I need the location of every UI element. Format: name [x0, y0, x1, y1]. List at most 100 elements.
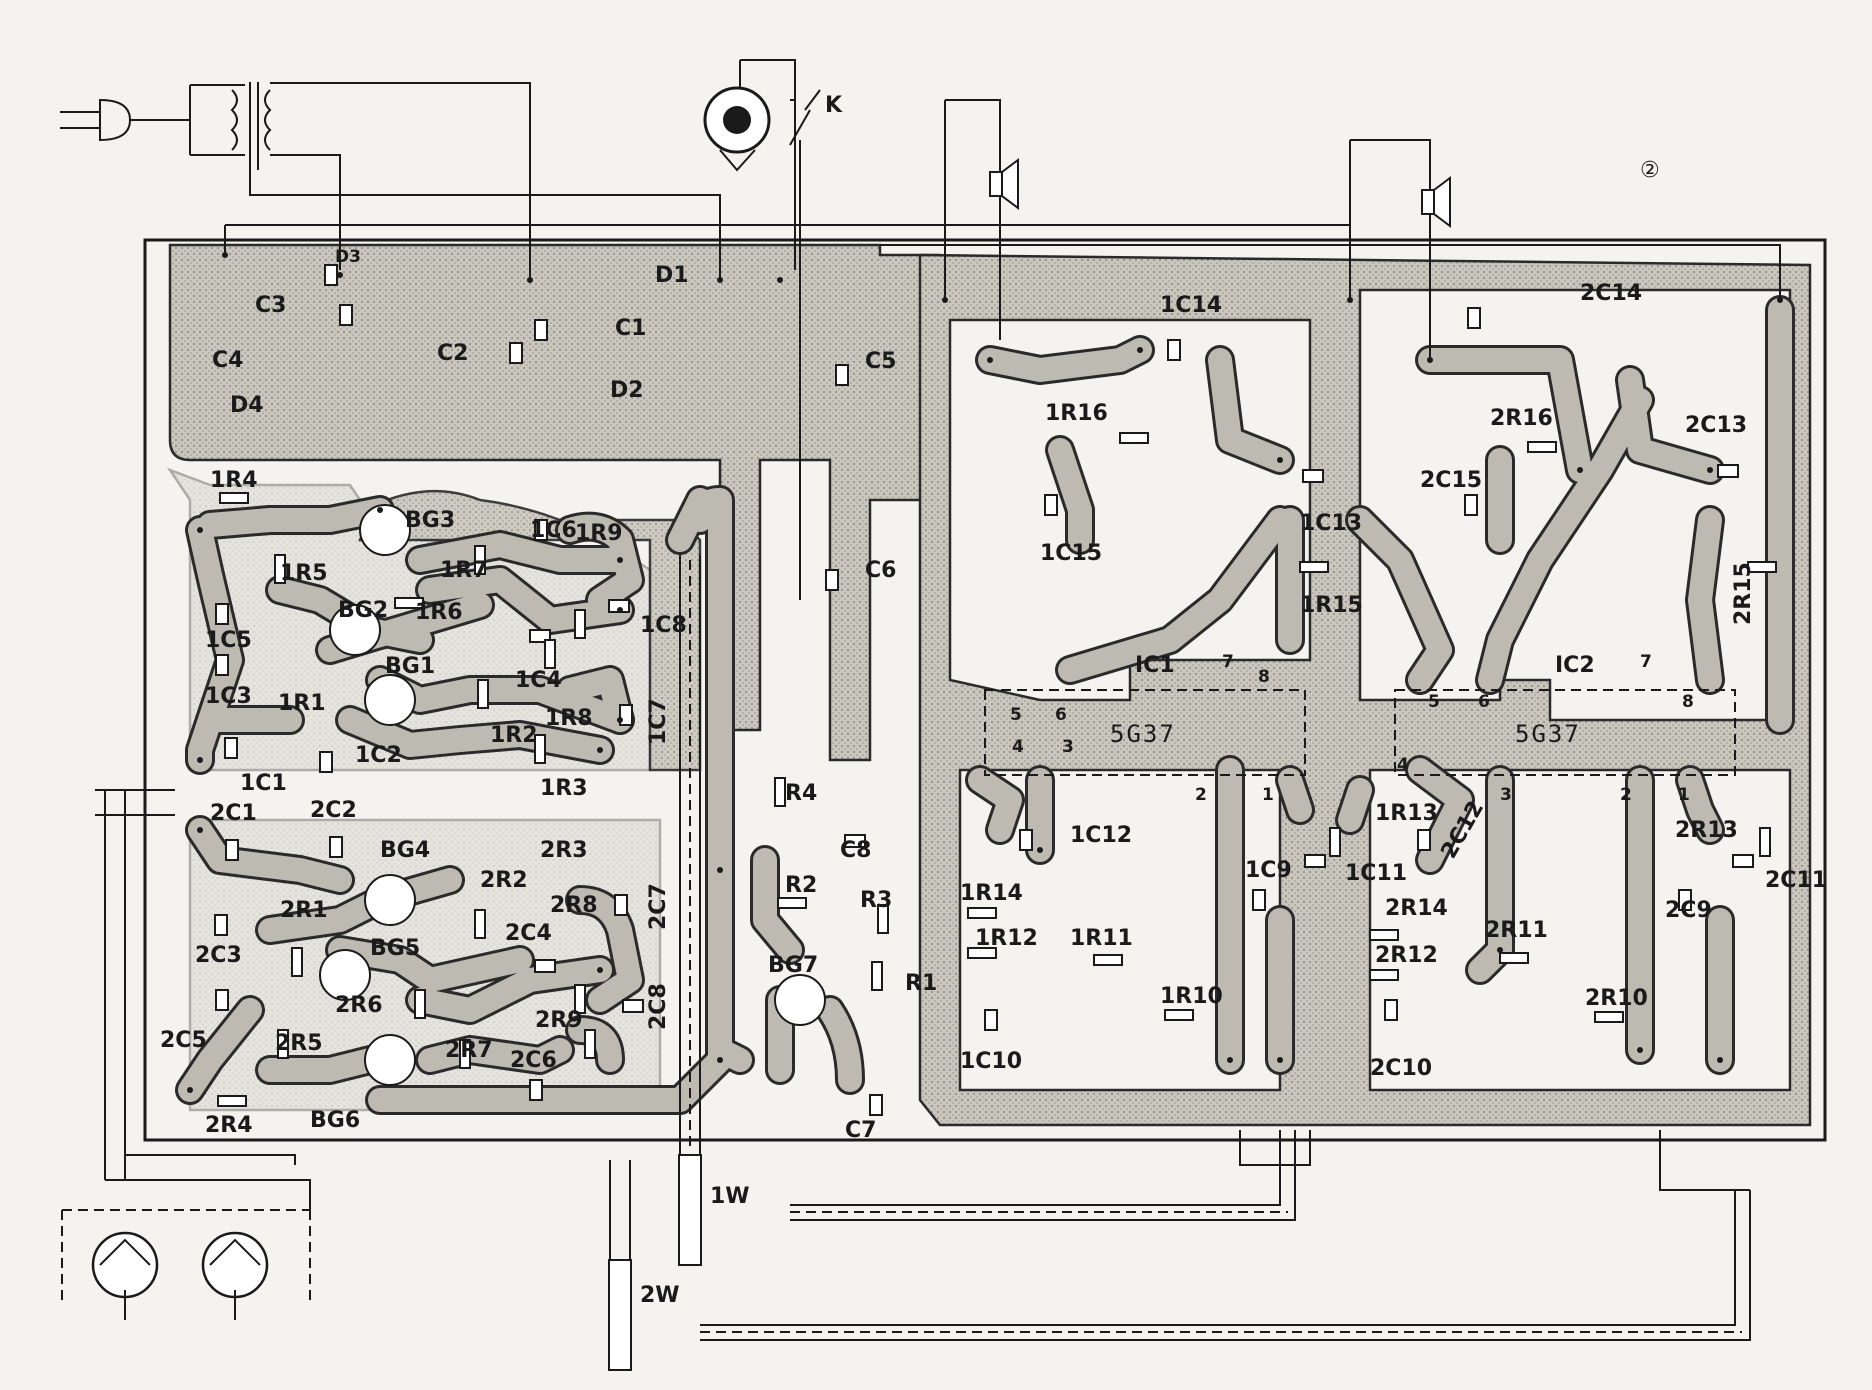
label-1c10: 1C10	[960, 1049, 1022, 1074]
label-bg1: BG1	[385, 654, 435, 679]
label-1r7: 1R7	[440, 558, 488, 583]
transistor-bg1	[364, 674, 416, 726]
label-k: K	[825, 93, 843, 118]
label-d3: D3	[335, 247, 361, 267]
label-2r8: 2R8	[550, 893, 598, 918]
ic1-pin-8: 8	[1258, 667, 1270, 687]
label-1r1: 1R1	[278, 691, 326, 716]
label-1r14: 1R14	[960, 881, 1023, 906]
label-2r3: 2R3	[540, 838, 588, 863]
transistor-bg7	[774, 974, 826, 1026]
label-1r12: 1R12	[975, 926, 1038, 951]
ic2-pin-1: 1	[1678, 785, 1690, 805]
label-1r2: 1R2	[490, 723, 538, 748]
label-2c6: 2C6	[510, 1048, 557, 1073]
label-d1: D1	[655, 263, 689, 288]
label-c6: C6	[865, 558, 896, 583]
label-1r3: 1R3	[540, 776, 588, 801]
label-2c3: 2C3	[195, 943, 242, 968]
ic2-pin-6: 6	[1478, 692, 1490, 712]
label-c7: C7	[845, 1118, 876, 1143]
switch-k	[804, 89, 821, 111]
ic2-pin-5: 5	[1428, 692, 1440, 712]
label-c2: C2	[437, 341, 468, 366]
label-ic2-package: 5G37	[1515, 720, 1581, 748]
label-bg6: BG6	[310, 1108, 360, 1133]
label-2c14: 2C14	[1580, 281, 1642, 306]
label-c4: C4	[212, 348, 243, 373]
label-1w: 1W	[710, 1184, 750, 1209]
label-2w: 2W	[640, 1283, 680, 1308]
pot-1w	[678, 1154, 702, 1266]
label-1c6: 1C6	[530, 518, 577, 543]
label-1c1: 1C1	[240, 771, 287, 796]
tape-head-2	[201, 1231, 269, 1299]
label-2c1: 2C1	[210, 801, 257, 826]
tape-head-1	[91, 1231, 159, 1299]
label-1c5: 1C5	[205, 628, 252, 653]
label-1r5: 1R5	[280, 561, 328, 586]
label-2r2: 2R2	[480, 868, 528, 893]
label-1c2: 1C2	[355, 743, 402, 768]
label-2r14: 2R14	[1385, 896, 1448, 921]
label-bg4: BG4	[380, 838, 430, 863]
label-ic1: IC1	[1135, 653, 1175, 678]
label-c3: C3	[255, 293, 286, 318]
speaker-icon	[1421, 176, 1451, 228]
label-2c7: 2C7	[646, 883, 671, 930]
label-1c7: 1C7	[646, 698, 671, 745]
transistor-bg4	[364, 874, 416, 926]
label-2r4: 2R4	[205, 1113, 253, 1138]
label-r3: R3	[860, 888, 892, 913]
label-2c2: 2C2	[310, 798, 357, 823]
board-outline	[143, 238, 1827, 1142]
label-1c4: 1C4	[515, 668, 562, 693]
label-c8: C8	[840, 838, 871, 863]
label-1c11: 1C11	[1345, 861, 1407, 886]
label-2r11: 2R11	[1485, 918, 1548, 943]
ic1-pin-4: 4	[1012, 737, 1024, 757]
label-bg2: BG2	[338, 598, 388, 623]
label-1r6: 1R6	[415, 600, 463, 625]
label-2r13: 2R13	[1675, 818, 1738, 843]
pot-2w	[608, 1259, 632, 1371]
label-1r15: 1R15	[1300, 593, 1363, 618]
label-1c9: 1C9	[1245, 858, 1292, 883]
tape-heads	[91, 1231, 269, 1320]
label-1c8: 1C8	[640, 613, 687, 638]
label-1r10: 1R10	[1160, 984, 1223, 1009]
ic2-pin-7: 7	[1640, 652, 1652, 672]
label-1r9: 1R9	[575, 521, 623, 546]
figure-number: ②	[1640, 158, 1660, 183]
label-ic1-package: 5G37	[1110, 720, 1176, 748]
label-1r13: 1R13	[1375, 801, 1438, 826]
label-bg3: BG3	[405, 508, 455, 533]
ic1-pin-5: 5	[1010, 705, 1022, 725]
ic-pin-labels: 5 6 7 8 4 3 2 1 5 6 7 8 4 3 2 1	[1010, 652, 1694, 805]
label-c1: C1	[615, 316, 646, 341]
ic2-pin-8: 8	[1682, 692, 1694, 712]
speaker-icon	[989, 158, 1019, 210]
transistors	[319, 504, 826, 1086]
label-r2: R2	[785, 873, 817, 898]
label-1c14: 1C14	[1160, 293, 1222, 318]
label-1r4: 1R4	[210, 468, 258, 493]
solder-pads	[187, 252, 1783, 1093]
label-1c15: 1C15	[1040, 541, 1102, 566]
ic1-pin-6: 6	[1055, 705, 1067, 725]
label-r4: R4	[785, 781, 817, 806]
label-2r1: 2R1	[280, 898, 328, 923]
ic1-pin-7: 7	[1222, 652, 1234, 672]
copper-traces	[175, 295, 1795, 1115]
label-2c13: 2C13	[1685, 413, 1747, 438]
label-1c13: 1C13	[1300, 511, 1362, 536]
ic-outlines	[984, 689, 1736, 776]
ic1-pin-2: 2	[1195, 785, 1207, 805]
label-d2: D2	[610, 378, 644, 403]
transistor-bg2	[329, 604, 381, 656]
transistor-bg3	[359, 504, 411, 556]
potentiometers	[608, 1154, 702, 1371]
label-2c4: 2C4	[505, 921, 552, 946]
label-bg5: BG5	[370, 936, 420, 961]
